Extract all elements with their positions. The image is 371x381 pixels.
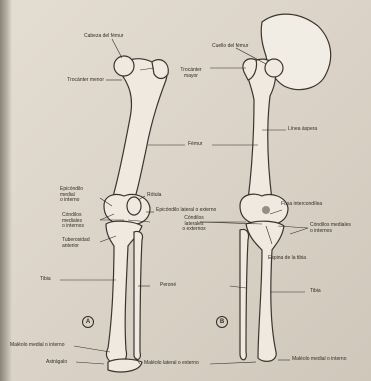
label-trocanter-mayor: Trocánter mayor — [176, 68, 206, 79]
label-astragalo: Astrágalo — [46, 360, 67, 366]
label-tibia-right: Tibia — [310, 289, 321, 295]
left-femoral-head — [114, 56, 134, 76]
label-tuberosidad-anterior: Tuberosidad anterior — [62, 238, 90, 249]
label-cuello-femur: Cuello del fémur — [212, 44, 248, 50]
label-maleolo-lateral: Maléolo lateral o externo — [144, 361, 199, 367]
figure-b-marker: B — [216, 316, 228, 328]
label-cabeza-femur: Cabeza del fémur — [84, 34, 123, 40]
label-linea-aspera: Línea áspera — [288, 127, 317, 133]
label-trocanter-menor: Trocánter menor — [64, 78, 104, 84]
right-fibula — [240, 229, 249, 359]
figure-a-marker: A — [82, 316, 94, 328]
label-tibia-left: Tibia — [40, 277, 51, 283]
left-femur — [112, 59, 167, 206]
label-condilos-mediales-right: Cóndilos mediales o internos — [310, 223, 351, 234]
intercondylar-fossa-marker — [262, 206, 270, 214]
right-femur — [246, 59, 276, 203]
label-rotula: Rótula — [147, 193, 161, 199]
label-condilos-laterales: Cóndilos laterales o externos — [174, 216, 214, 233]
left-talus — [108, 359, 142, 372]
label-epicondilo-medial: Epicóndilo medial o interno — [60, 187, 83, 204]
label-maleolo-medial-right: Maléolo medial o interno — [292, 357, 346, 363]
label-epicondilo-lateral: Epicóndilo lateral o externo — [156, 208, 216, 214]
label-femur: Fémur — [188, 142, 202, 148]
right-tibia — [246, 221, 284, 361]
label-espina-tibia: Espina de la tibia — [268, 256, 306, 262]
label-condilos-mediales-left: Cóndilos mediales o internos — [62, 213, 84, 230]
right-femoral-head — [265, 59, 283, 77]
label-fosa-intercondilea: Fosa intercondílea — [281, 202, 322, 208]
left-fibula — [134, 231, 143, 359]
label-maleolo-medial-left: Maléolo medial o interno — [10, 343, 64, 349]
label-perone: Peroné — [160, 283, 176, 289]
